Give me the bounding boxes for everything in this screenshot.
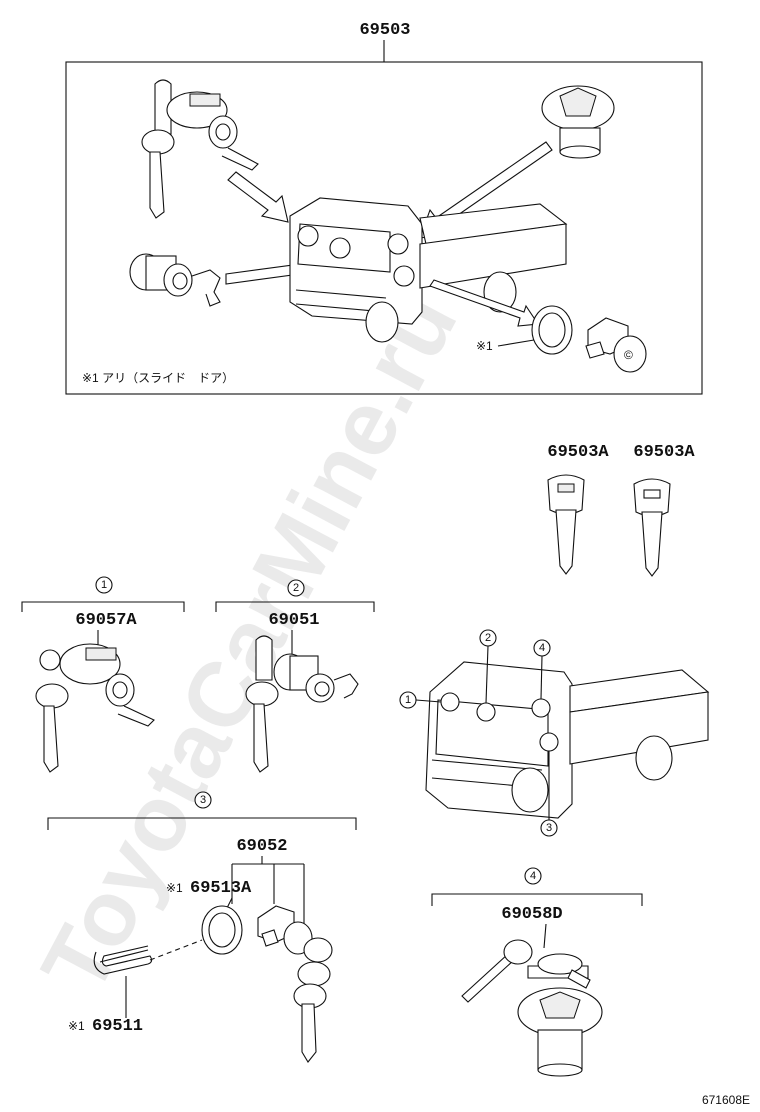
- seal-ring-icon: [201, 905, 243, 955]
- slide-door-lock-icon: ©: [585, 317, 647, 373]
- truck-callout-3: [540, 819, 558, 837]
- group-3-part: 69052: [236, 837, 287, 856]
- sub-part-1-number: 69513A: [190, 879, 252, 898]
- callout-2-leader: [485, 645, 489, 704]
- door-lock-icon: [245, 635, 359, 773]
- group-1-bracket: [21, 601, 185, 612]
- fuel-cap-icon: [541, 85, 615, 159]
- ignition-lock-icon: [35, 643, 155, 773]
- retaining-clip-icon: [93, 945, 153, 975]
- ring-leader-line: [497, 339, 535, 347]
- truck-callout-1: [399, 691, 417, 709]
- group-2-part: 69051: [268, 611, 319, 630]
- note-marker: ※1: [476, 339, 493, 353]
- truck-callout-4: [533, 639, 551, 657]
- arrow-icon: [227, 171, 289, 223]
- truck-callout-2-text: 2: [485, 632, 491, 644]
- door-lock-icon: [129, 253, 221, 307]
- box-note: ※1 アリ（スライド ドア）: [82, 371, 234, 385]
- group-4-part: 69058D: [501, 905, 562, 924]
- truck-callout-4-text: 4: [539, 642, 545, 654]
- key-black-head-icon: [547, 474, 585, 575]
- group-2-index: 2: [293, 582, 299, 594]
- key-open-head-icon: [633, 478, 671, 577]
- clip-dashed-line: [149, 939, 203, 961]
- assembly-box: [65, 61, 703, 395]
- svg-text:©: ©: [624, 348, 633, 362]
- group-4-callout: [524, 867, 542, 885]
- group-1-index: 1: [101, 579, 107, 591]
- group-3-index: 3: [200, 794, 206, 806]
- ignition-lock-icon: [141, 79, 259, 219]
- watermark: ToyotaCarMine.ru: [23, 277, 477, 1009]
- truck-callout-2: [479, 629, 497, 647]
- group-3-bracket: [47, 817, 357, 830]
- slide-door-lock-icon: [257, 905, 333, 1063]
- callout-1-leader: [415, 699, 442, 703]
- sub-part-2-marker: ※1: [68, 1019, 85, 1033]
- sub-part-2-number: 69511: [92, 1017, 143, 1036]
- group-1-part: 69057A: [75, 611, 137, 630]
- svg-text:ToyotaCarMine.ru: ToyotaCarMine.ru: [23, 277, 477, 1009]
- group-2-callout: [287, 579, 305, 597]
- group-4-index: 4: [530, 870, 536, 882]
- main-part-number: 69503: [359, 21, 410, 40]
- truck-callout-1-text: 1: [405, 694, 411, 706]
- figure-code: 671608E: [702, 1093, 750, 1107]
- truck-icon: [425, 661, 710, 819]
- sub-part-1-marker: ※1: [166, 881, 183, 895]
- group-4-bracket: [431, 893, 643, 906]
- arrow-icon: [429, 279, 539, 327]
- truck-icon: [289, 197, 568, 343]
- callout-4-leader: [540, 655, 543, 700]
- group-3-leader: [231, 856, 305, 940]
- truck-callout-3-text: 3: [546, 822, 552, 834]
- key-label-1: 69503A: [547, 443, 609, 462]
- group-2-bracket: [215, 601, 375, 612]
- fuel-cap-with-keys-icon: [461, 939, 603, 1077]
- group-1-callout: [95, 576, 113, 594]
- group-4-leader: [543, 923, 547, 949]
- key-label-2: 69503A: [633, 443, 695, 462]
- seal-ring-icon: [531, 305, 573, 355]
- group-3-callout: [194, 791, 212, 809]
